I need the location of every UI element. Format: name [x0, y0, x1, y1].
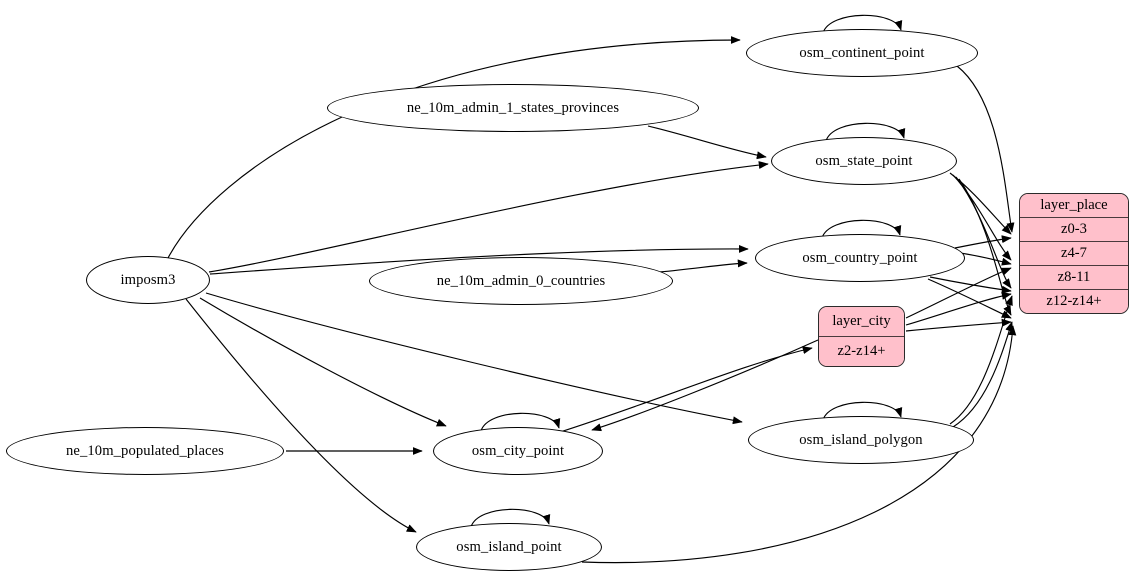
edge-osm_state_point-layer_place_z12_z14 [958, 178, 1012, 316]
edge-imposm3-osm_state_point [208, 161, 769, 273]
layer-place-cell-z0-3[interactable]: z0-3 [1020, 217, 1128, 241]
edge-layer_city-layer_place_z8_11 [905, 291, 1012, 326]
node-layer-city[interactable]: layer_city z2-z14+ [818, 306, 905, 367]
node-osm-state-point[interactable]: osm_state_point [771, 137, 957, 185]
node-label: osm_state_point [815, 152, 913, 169]
layer-place-cell-z4-7[interactable]: z4-7 [1020, 241, 1128, 265]
node-osm-country-point[interactable]: osm_country_point [755, 234, 965, 282]
edge-osm_state_point-layer_place_z8_11 [955, 176, 1012, 289]
edge-osm_island_point-self [470, 508, 551, 528]
node-osm-island-polygon[interactable]: osm_island_polygon [748, 416, 974, 464]
edge-osm_island_point-layer_place_z12_z14 [581, 325, 1017, 564]
node-label: ne_10m_admin_1_states_provinces [406, 99, 620, 116]
edge-imposm3-osm_city_point [199, 297, 447, 427]
edge-imposm3-osm_country_point [209, 244, 749, 275]
edge-osm_continent_point-self [822, 14, 903, 34]
edge-osm_city_point-self [480, 412, 561, 432]
edge-osm_island_polygon-self [822, 401, 903, 421]
node-ne-10m-admin-1-states-provinces[interactable]: ne_10m_admin_1_states_provinces [327, 84, 699, 132]
node-osm-continent-point[interactable]: osm_continent_point [746, 29, 978, 77]
edge-osm_country_point-layer_place_z4_7 [959, 252, 1012, 266]
node-label: osm_country_point [802, 249, 918, 266]
edge-ne_admin1-osm_state_point [647, 125, 767, 160]
edge-osm_continent_point-layer_place_z0_3 [956, 65, 1015, 233]
layer-place-cell-z12-z14[interactable]: z12-z14+ [1020, 289, 1128, 313]
edge-osm_country_point-self [821, 219, 902, 239]
edge-imposm3-osm_island_polygon [205, 292, 743, 425]
layer-place-header: layer_place [1020, 194, 1128, 217]
edge-osm_state_point-self [825, 122, 906, 142]
node-label: osm_island_polygon [799, 431, 923, 448]
edge-osm_island_polygon-layer_place_z12_z14 [952, 321, 1013, 428]
layer-place-cell-z8-11[interactable]: z8-11 [1020, 265, 1128, 289]
node-layer-place[interactable]: layer_place z0-3 z4-7 z8-11 z12-z14+ [1019, 193, 1129, 314]
node-imposm3[interactable]: imposm3 [86, 256, 210, 304]
edge-layer_city-osm_city_point [591, 339, 819, 432]
edge-osm_city_point-layer_city_z2_z14 [559, 346, 813, 433]
node-label: ne_10m_admin_0_countries [436, 272, 606, 289]
edge-layer_city-layer_place_z4_7 [905, 267, 1012, 319]
edge-osm_country_point-layer_place_z0_3 [954, 235, 1012, 249]
node-label: osm_continent_point [799, 44, 925, 61]
node-ne-10m-populated-places[interactable]: ne_10m_populated_places [6, 427, 284, 475]
layer-city-cell-z2-z14[interactable]: z2-z14+ [819, 336, 904, 366]
edge-osm_country_point-layer_place_z12_z14 [927, 278, 1012, 319]
node-osm-island-point[interactable]: osm_island_point [416, 523, 602, 571]
layer-city-header: layer_city [819, 307, 904, 336]
edge-osm_island_polygon-layer_place_z8_11 [949, 295, 1013, 425]
node-ne-10m-admin-0-countries[interactable]: ne_10m_admin_0_countries [369, 257, 673, 305]
node-label: imposm3 [120, 271, 176, 288]
node-label: osm_island_point [456, 538, 562, 555]
edge-layer_city-layer_place_z12_z14 [905, 318, 1012, 332]
edge-imposm3-osm_island_point [185, 298, 417, 533]
edge-ne_admin0-osm_country_point [659, 259, 748, 273]
node-osm-city-point[interactable]: osm_city_point [433, 427, 603, 475]
node-label: ne_10m_populated_places [66, 442, 224, 459]
edge-osm_country_point-layer_place_z8_11 [929, 276, 1012, 294]
node-label: osm_city_point [471, 442, 565, 459]
edge-imposm3-osm_continent_point [167, 36, 741, 259]
